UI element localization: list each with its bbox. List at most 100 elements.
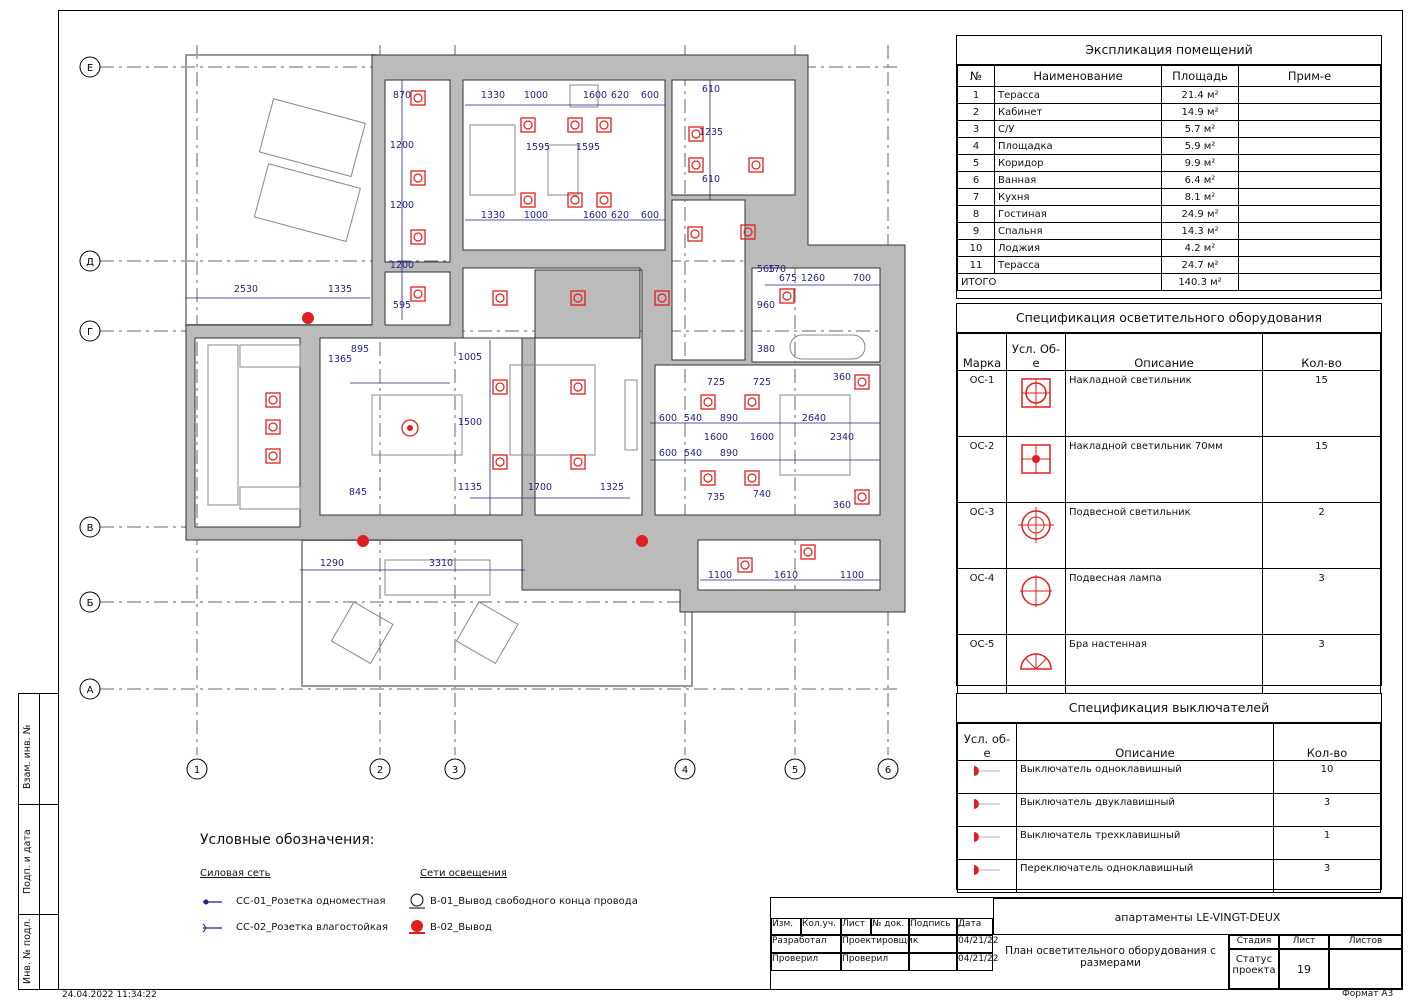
dimension-label: 1290 xyxy=(320,558,344,569)
switch-spec-grid: Усл. об-е Описание Кол-во Выключатель од… xyxy=(957,723,1381,893)
dimension-label: 1500 xyxy=(458,417,482,428)
table-cell: 1 xyxy=(957,86,995,104)
furniture xyxy=(207,84,866,665)
spec-desc: Накладной светильник 70мм xyxy=(1065,436,1263,503)
table-cell xyxy=(1238,103,1381,121)
dimension-label: 870 xyxy=(393,90,411,101)
surface-light-70-icon xyxy=(1006,436,1066,503)
light-fixture xyxy=(567,117,583,133)
light-fixture xyxy=(740,224,756,240)
legend-item-outlet: В-02_Вывод xyxy=(430,922,492,933)
svg-text:Е: Е xyxy=(87,63,93,74)
dimension-label: 675 xyxy=(779,273,797,284)
spec-desc: Бра настенная xyxy=(1065,634,1263,701)
dimension-label: 380 xyxy=(757,344,775,355)
stamp-stage-value-2: проекта xyxy=(1232,965,1276,976)
table-cell xyxy=(1238,120,1381,138)
table-cell xyxy=(1238,239,1381,257)
axis-bubble-col: 6 xyxy=(877,758,899,780)
table-cell: 7 xyxy=(957,188,995,206)
side-sign-date: Подп. и дата xyxy=(22,829,33,894)
table-cell: 24.7 м² xyxy=(1161,256,1239,274)
light-fixture xyxy=(854,374,870,390)
walls xyxy=(185,54,906,613)
table-cell: 3 xyxy=(957,120,995,138)
legend-power-title: Силовая сеть xyxy=(200,868,271,879)
light-fixture xyxy=(737,557,753,573)
light-fixture xyxy=(567,192,583,208)
table-cell: 10 xyxy=(957,239,995,257)
dimension-label: 2530 xyxy=(234,284,258,295)
socket-icon xyxy=(202,899,222,933)
table-cell: 8.1 м² xyxy=(1161,188,1239,206)
table-cell xyxy=(1238,256,1381,274)
footer-format: Формат А3 xyxy=(1342,989,1394,999)
spec-qty: 2 xyxy=(1262,502,1381,569)
stamp-chk-label: Проверил xyxy=(771,953,841,971)
stamp-stage-value-1: Статус xyxy=(1235,954,1273,965)
svg-text:3: 3 xyxy=(452,765,458,776)
svg-text:А: А xyxy=(87,685,94,696)
light-fixture xyxy=(570,379,586,395)
pendant-light-icon xyxy=(1006,502,1066,569)
spec-desc: Накладной светильник xyxy=(1065,370,1263,437)
dimension-label: 1700 xyxy=(528,482,552,493)
table-cell: Кухня xyxy=(994,188,1162,206)
dimension-label: 540 xyxy=(684,413,702,424)
dimension-label: 700 xyxy=(853,273,871,284)
col-symbol: Усл. об-е xyxy=(957,723,1017,761)
light-fixture xyxy=(570,290,586,306)
spec-desc: Подвесной светильник xyxy=(1065,502,1263,569)
dimension-label: 2340 xyxy=(830,432,854,443)
dimension-label: 610 xyxy=(702,84,720,95)
col-area: Площадь xyxy=(1161,65,1239,87)
table-cell: Площадка xyxy=(994,137,1162,155)
explication-title: Экспликация помещений xyxy=(957,36,1381,65)
dimension-label: 1000 xyxy=(524,210,548,221)
svg-text:В: В xyxy=(87,523,94,534)
stamp-col-sign: Подпись xyxy=(909,918,957,935)
spec-qty: 3 xyxy=(1262,568,1381,635)
axis-bubble-col: 4 xyxy=(674,758,696,780)
light-fixture xyxy=(492,454,508,470)
svg-text:Б: Б xyxy=(87,598,94,609)
stamp-stage-label: Стадия xyxy=(1229,935,1279,949)
table-cell: 9.9 м² xyxy=(1161,154,1239,172)
table-cell: 21.4 м² xyxy=(1161,86,1239,104)
dimension-label: 620 xyxy=(611,210,629,221)
light-fixture xyxy=(520,117,536,133)
light-fixture xyxy=(800,544,816,560)
col-qty: Кол-во xyxy=(1262,333,1381,371)
legend-item-wire-end: В-01_Вывод свободного конца провода xyxy=(430,896,638,907)
table-cell: Коридор xyxy=(994,154,1162,172)
dimension-label: 540 xyxy=(684,448,702,459)
table-cell: 6.4 м² xyxy=(1161,171,1239,189)
switch-desc: Выключатель одноклавишный xyxy=(1016,760,1274,794)
dimension-label: 1325 xyxy=(600,482,624,493)
stamp-sheets-label: Листов xyxy=(1329,935,1402,949)
switch-qty: 1 xyxy=(1273,826,1381,860)
pendant-lamp-icon xyxy=(1006,568,1066,635)
stamp-dev-sign xyxy=(909,935,957,953)
dimension-label: 1100 xyxy=(708,570,732,581)
dimension-label: 595 xyxy=(393,300,411,311)
legend-item-socket-wet: СС-02_Розетка влагостойкая xyxy=(236,922,388,933)
table-cell xyxy=(1238,205,1381,223)
dimension-label: 1200 xyxy=(390,200,414,211)
stamp-sheet-label: Лист xyxy=(1279,935,1329,949)
col-num: № xyxy=(957,65,995,87)
table-cell: Гостиная xyxy=(994,205,1162,223)
svg-text:Д: Д xyxy=(86,257,94,268)
dimension-label: 1005 xyxy=(458,352,482,363)
table-cell xyxy=(1238,137,1381,155)
light-fixture xyxy=(492,290,508,306)
